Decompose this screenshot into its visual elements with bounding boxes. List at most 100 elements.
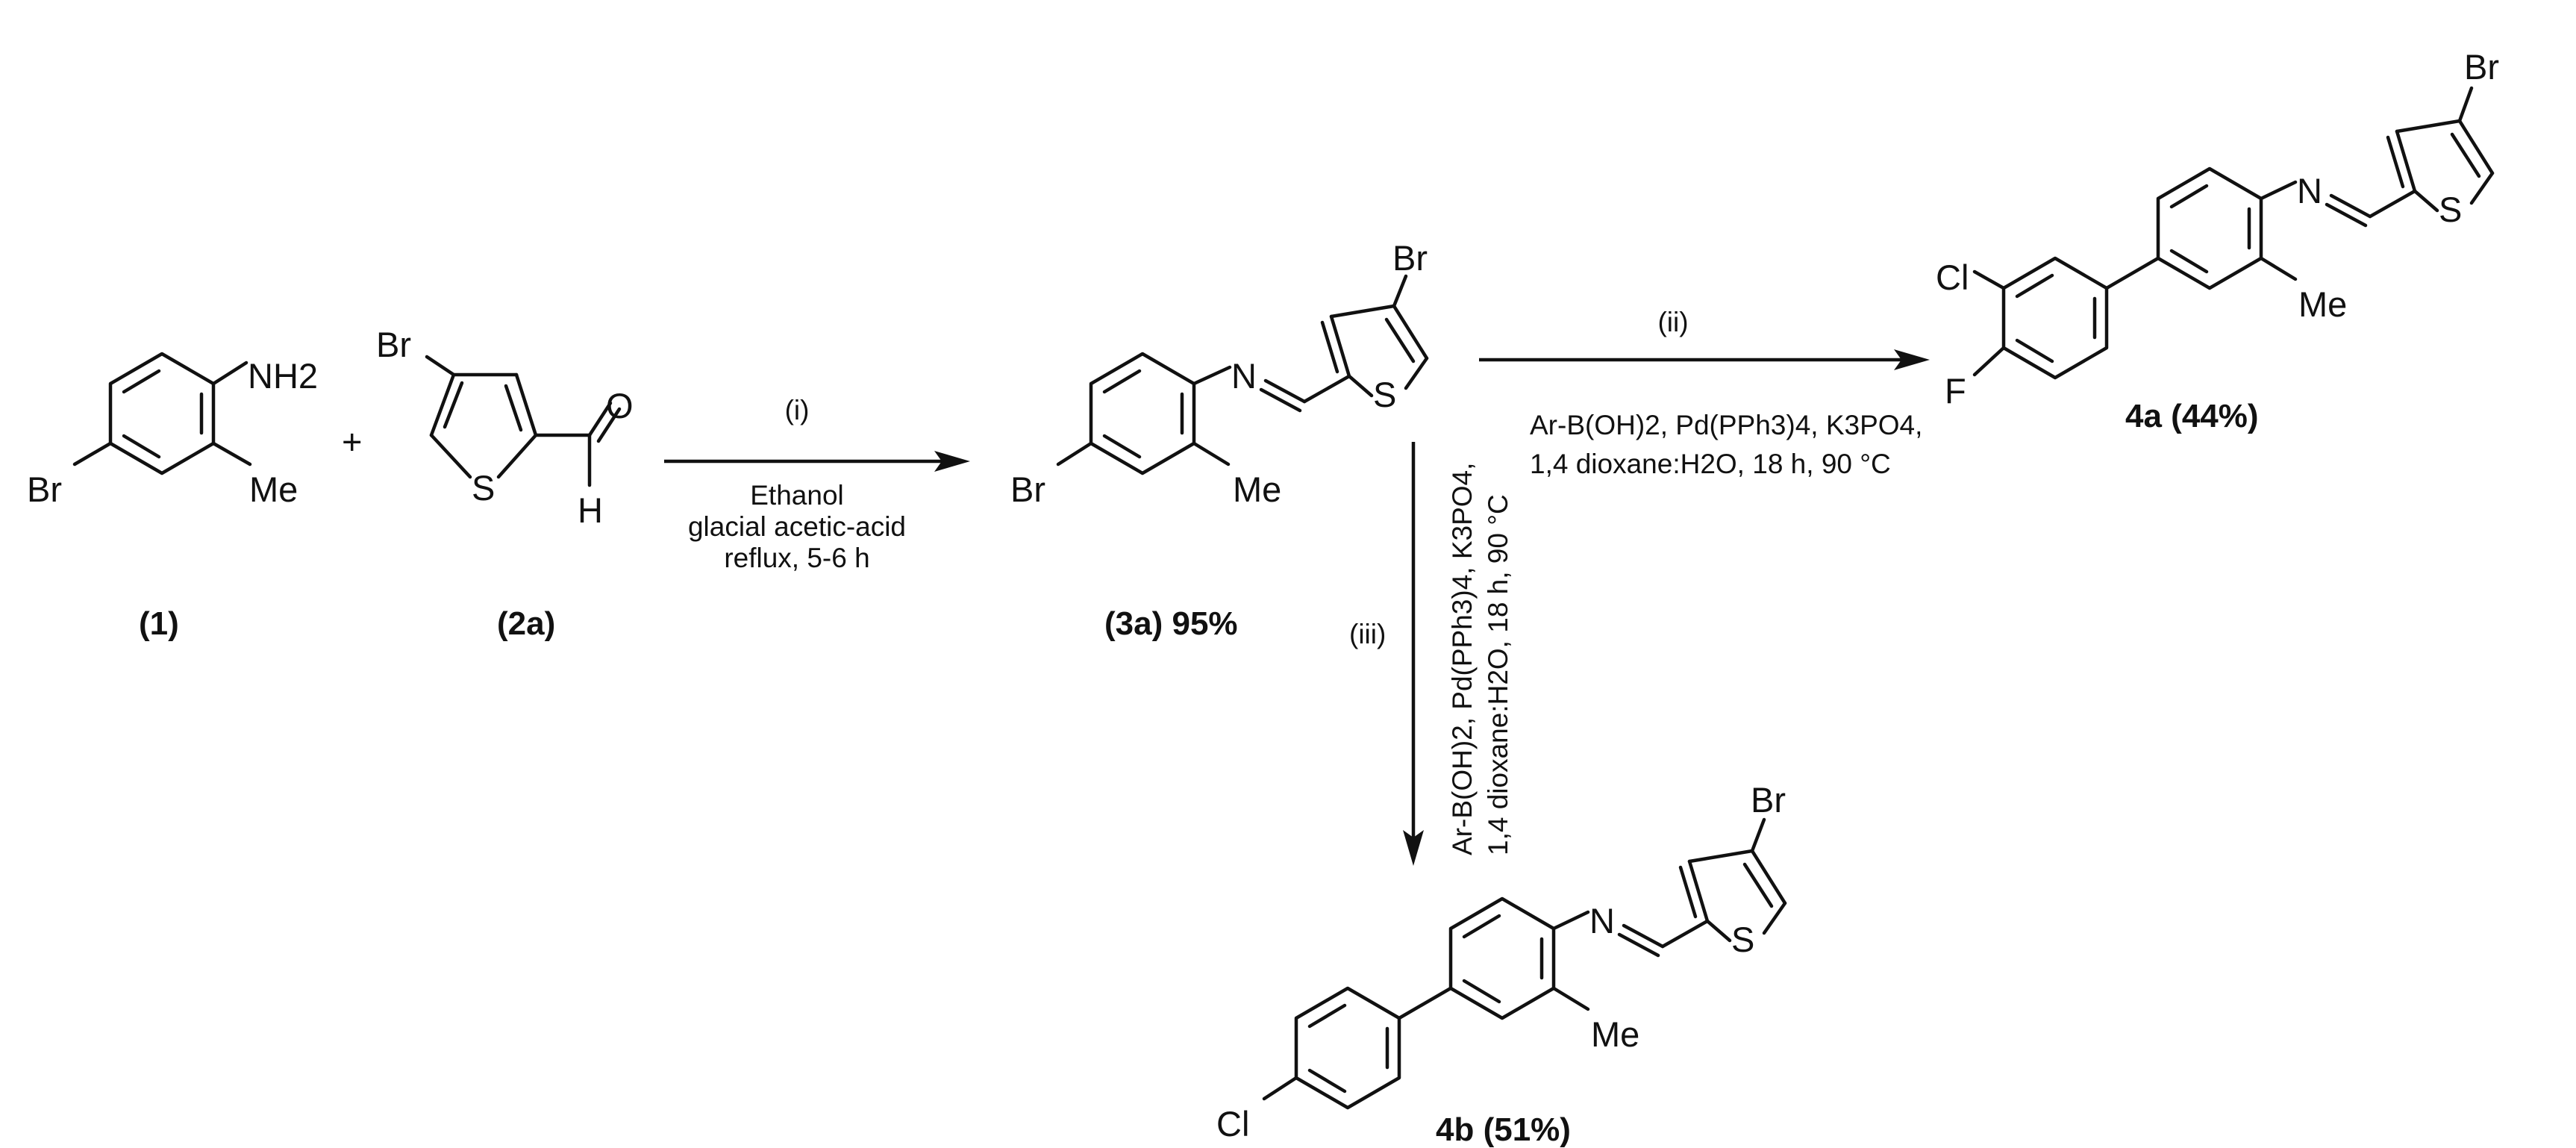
double-bond <box>1102 369 1142 394</box>
c-cl-bond <box>1972 269 2006 290</box>
double-bond <box>443 381 464 429</box>
me-label: Me <box>2298 284 2347 324</box>
benzene-ring-a <box>1448 896 1556 1020</box>
c-n-bond <box>1192 365 1232 386</box>
c-cl-bond <box>1262 1076 1298 1101</box>
n-label: N <box>1231 356 1257 396</box>
compound-4b: Cl N S Br Me 4b (51%) <box>1216 780 1787 1148</box>
n-label: N <box>1589 901 1615 940</box>
s-c5-bond <box>429 433 472 479</box>
double-bond <box>1307 1003 1347 1029</box>
benzene-ring-b <box>1294 986 1401 1110</box>
c-me-bond <box>2259 256 2298 281</box>
ch-thiophene-bond <box>1302 374 1351 404</box>
benzene-ring-b <box>2001 256 2109 380</box>
benzene-ring-a <box>2156 166 2263 290</box>
thio-c3-c4 <box>1687 849 1754 864</box>
o-label: O <box>606 386 634 425</box>
br-thio-label: Br <box>1392 238 1428 278</box>
compound-4a: Cl F N S Br Me 4a (44%) <box>1936 47 2499 434</box>
thio-c4-c5 <box>1392 304 1429 361</box>
double-bond <box>122 434 161 459</box>
thio-s-c2 <box>2413 189 2439 213</box>
thio-c-br-bond <box>1750 817 1766 853</box>
s-label: S <box>472 468 495 508</box>
biaryl-bond <box>2104 256 2160 290</box>
compound-1: NH2 Br Me (1) <box>27 352 318 642</box>
n-ch-double-bond <box>1263 378 1307 404</box>
s-label: S <box>2439 190 2462 229</box>
thio-c3-c4 <box>2395 119 2462 134</box>
c-br-bond <box>72 441 113 467</box>
benzene-ring <box>1089 352 1196 475</box>
me-label: Me <box>249 470 298 509</box>
double-bond <box>504 384 523 432</box>
double-bond <box>2386 135 2405 189</box>
double-bond <box>2015 273 2054 299</box>
f-label: F <box>1945 371 1966 411</box>
nh2-label: NH2 <box>248 356 318 396</box>
condition-solvent: 1,4 dioxane:H2O, 18 h, 90 °C <box>1530 449 1891 479</box>
arrow-head <box>1894 349 1930 370</box>
c-me-bond <box>1192 441 1231 467</box>
c-me-bond <box>211 441 252 467</box>
br-ring-label: Br <box>1010 470 1045 509</box>
thio-c2-c3 <box>1687 859 1710 923</box>
n-ch-double-bond <box>2329 193 2372 219</box>
double-bond <box>122 369 161 394</box>
thio-c2-c3 <box>2395 129 2417 193</box>
condition-solvent: 1,4 dioxane:H2O, 18 h, 90 °C <box>1483 494 1513 855</box>
step-label-iii: (iii) <box>1349 619 1386 649</box>
c2-s-bond <box>496 433 538 479</box>
n-ch-double-bond-2 <box>1259 387 1302 413</box>
condition-reagents: Ar-B(OH)2, Pd(PPh3)4, K3PO4, <box>1530 410 1922 440</box>
condition-reagents: Ar-B(OH)2, Pd(PPh3)4, K3PO4, <box>1447 463 1478 855</box>
s-label: S <box>1731 920 1754 959</box>
step-i: (i) Ethanol glacial acetic-acid reflux, … <box>664 395 970 573</box>
step-iii: (iii) Ar-B(OH)2, Pd(PPh3)4, K3PO4, 1,4 d… <box>1349 442 1513 866</box>
c-o-double-bond <box>587 401 613 437</box>
c-n-bond <box>1551 910 1590 931</box>
ch-thiophene-bond <box>1660 919 1710 949</box>
compound-3a: Br N S Br Me (3a) 95% <box>1010 238 1429 642</box>
n-label: N <box>2297 171 2322 210</box>
thio-c5-s <box>1762 901 1787 935</box>
double-bond <box>1320 320 1339 374</box>
step-ii: (ii) Ar-B(OH)2, Pd(PPh3)4, K3PO4, 1,4 di… <box>1479 307 1930 479</box>
cl-label: Cl <box>1936 258 1969 297</box>
compound-label-4a: 4a (44%) <box>2125 398 2259 434</box>
compound-label-1: (1) <box>139 605 179 642</box>
arrow-head <box>934 451 970 472</box>
c-f-bond <box>1972 346 2006 377</box>
c3-c2-bond <box>514 372 538 437</box>
br-label: Br <box>27 470 62 509</box>
br-label: Br <box>376 325 411 364</box>
n-ch-double-bond <box>1622 923 1665 949</box>
thio-c5-s <box>1404 356 1429 390</box>
br-label: Br <box>2464 47 2499 87</box>
c-n-bond <box>211 361 248 386</box>
n-ch-double-bond-2 <box>2325 202 2368 228</box>
condition-ethanol: Ethanol <box>750 480 844 511</box>
ch-thiophene-bond <box>2368 189 2417 219</box>
double-bond <box>2450 132 2481 178</box>
cl-label: Cl <box>1216 1104 1249 1144</box>
h-label: H <box>578 490 603 530</box>
double-bond <box>1307 1068 1347 1094</box>
double-bond <box>2169 249 2209 274</box>
thio-c2-c3 <box>1329 314 1351 378</box>
double-bond <box>1678 865 1698 919</box>
thio-c4-c5 <box>1750 849 1787 905</box>
br-label: Br <box>1751 780 1786 820</box>
c5-c4-bond <box>429 372 456 437</box>
double-bond <box>1742 862 1774 908</box>
compound-label-3a: (3a) 95% <box>1104 605 1238 642</box>
double-bond <box>1102 434 1142 459</box>
compound-label-4b: 4b (51%) <box>1436 1111 1571 1148</box>
c-br-bond <box>1056 441 1093 467</box>
arrow-head <box>1403 830 1424 866</box>
thio-s-c2 <box>1705 919 1732 943</box>
step-label-i: (i) <box>785 395 810 425</box>
c-br-bond <box>425 355 456 377</box>
